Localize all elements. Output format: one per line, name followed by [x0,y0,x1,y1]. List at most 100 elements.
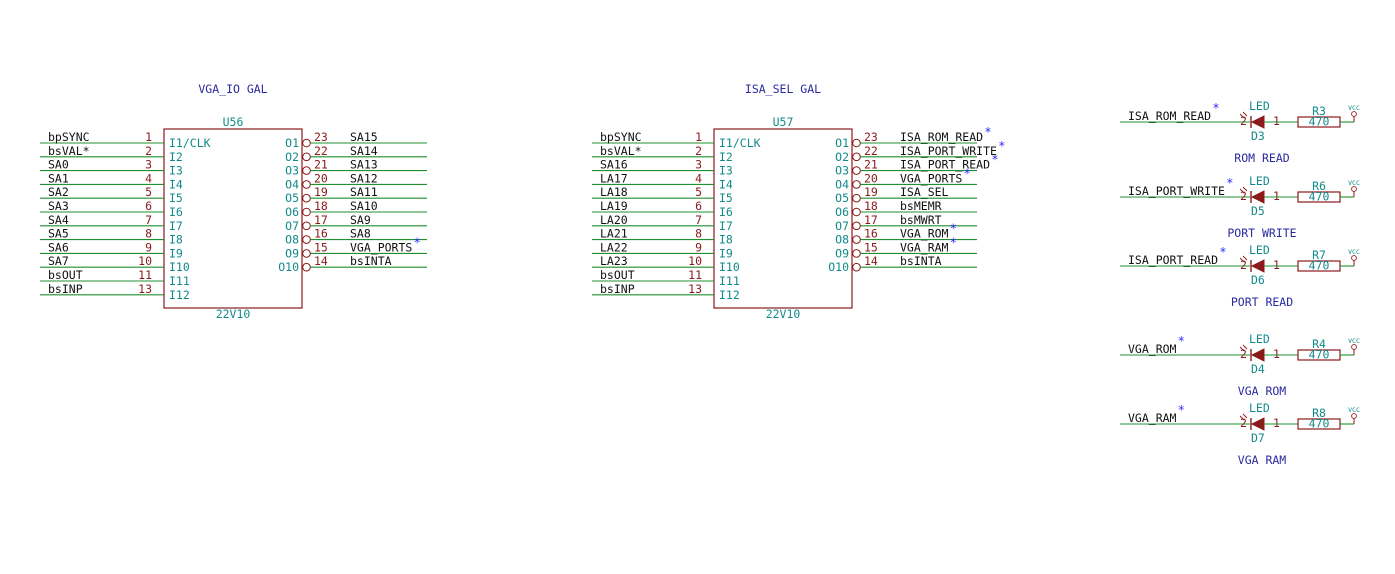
active-low-marker: * [1178,334,1185,348]
input-pin-number: 3 [145,158,152,172]
output-pin-number: 21 [314,158,328,172]
inversion-bubble [852,138,861,148]
output-pin-number: 18 [314,199,328,213]
led-diode-icon [1250,259,1265,273]
led-emission-arrow [1242,111,1248,117]
input-net-label: SA6 [48,240,69,254]
active-low-marker: * [414,235,421,249]
input-pin-name: I12 [719,288,740,302]
output-net-label: SA12 [350,171,378,185]
output-net-label: SA8 [350,227,371,241]
inversion-bubble [302,221,311,231]
output-pin-name: O4 [285,177,299,191]
output-net-label: VGA_RAM [900,240,949,254]
inversion-bubble [852,221,861,231]
inversion-bubble [852,180,861,189]
output-net-label: VGA_ROM [900,227,949,241]
active-low-marker: * [964,166,971,180]
output-pin-number: 23 [864,130,878,144]
output-net-label: bsMEMR [900,199,942,213]
led-pin-2: 2 [1240,114,1247,128]
led-pin-2: 2 [1240,258,1247,272]
led-caption: PORT READ [1231,295,1293,309]
input-pin-name: I3 [169,164,183,178]
input-net-label: LA18 [600,185,628,199]
output-net-label: bsINTA [900,254,942,268]
output-pin-name: O8 [285,233,299,247]
input-pin-name: I12 [169,288,190,302]
input-net-label: SA7 [48,254,69,268]
active-low-marker: * [1212,101,1219,115]
output-pin-name: O8 [835,233,849,247]
input-pin-name: I2 [719,150,733,164]
inversion-bubble [852,193,861,203]
output-pin-name: O3 [835,164,849,178]
resistor-value: 470 [1309,417,1330,431]
output-pin-name: O5 [285,191,299,205]
input-net-label: bsINP [48,282,83,296]
inversion-bubble [302,166,311,175]
input-pin-number: 7 [145,213,152,227]
led-pin-1: 1 [1273,347,1280,361]
led-diode-icon [1250,115,1265,129]
input-pin-name: I10 [719,260,740,274]
input-pin-number: 2 [145,144,152,158]
inversion-bubble [302,235,311,244]
input-pin-name: I6 [719,205,733,219]
output-pin-number: 19 [314,185,328,199]
led-emission-arrow [1239,113,1245,119]
output-net-label: SA14 [350,144,378,158]
led-type-label: LED [1249,174,1270,188]
led-net-label: VGA_ROM [1128,342,1177,356]
led-reference: D5 [1251,204,1265,218]
output-pin-number: 17 [314,213,328,227]
inversion-bubble [302,207,311,217]
output-pin-name: O2 [835,150,849,164]
output-net-label: SA15 [350,130,378,144]
inversion-bubble [302,262,311,272]
resistor-reference: R4 [1312,337,1326,351]
input-net-label: SA5 [48,227,69,241]
inversion-bubble [302,249,311,258]
output-pin-name: O6 [285,205,299,219]
input-pin-number: 10 [688,254,702,268]
led-pin-1: 1 [1273,258,1280,272]
inversion-bubble [302,138,311,148]
output-pin-name: O4 [835,177,849,191]
active-low-marker: * [998,139,1005,153]
led-pin-2: 2 [1240,189,1247,203]
output-net-label: ISA_PORT_READ [900,158,990,172]
led-reference: D4 [1251,362,1265,376]
input-pin-name: I7 [169,219,183,233]
active-low-marker: * [984,125,991,139]
output-net-label: VGA_PORTS [350,240,412,254]
input-pin-name: I2 [169,150,183,164]
output-pin-name: O7 [835,219,849,233]
input-pin-number: 5 [145,185,152,199]
inversion-bubble [852,207,861,217]
led-diode-icon [1250,348,1265,362]
input-net-label: LA21 [600,227,628,241]
inversion-bubble [302,152,311,162]
led-emission-arrow [1239,188,1245,194]
output-pin-number: 20 [314,171,328,185]
input-pin-number: 8 [695,227,702,241]
input-net-label: SA1 [48,171,69,185]
inversion-bubble [852,235,861,244]
output-pin-name: O9 [835,246,849,260]
active-low-marker: * [1226,176,1233,190]
output-pin-number: 14 [314,254,328,268]
